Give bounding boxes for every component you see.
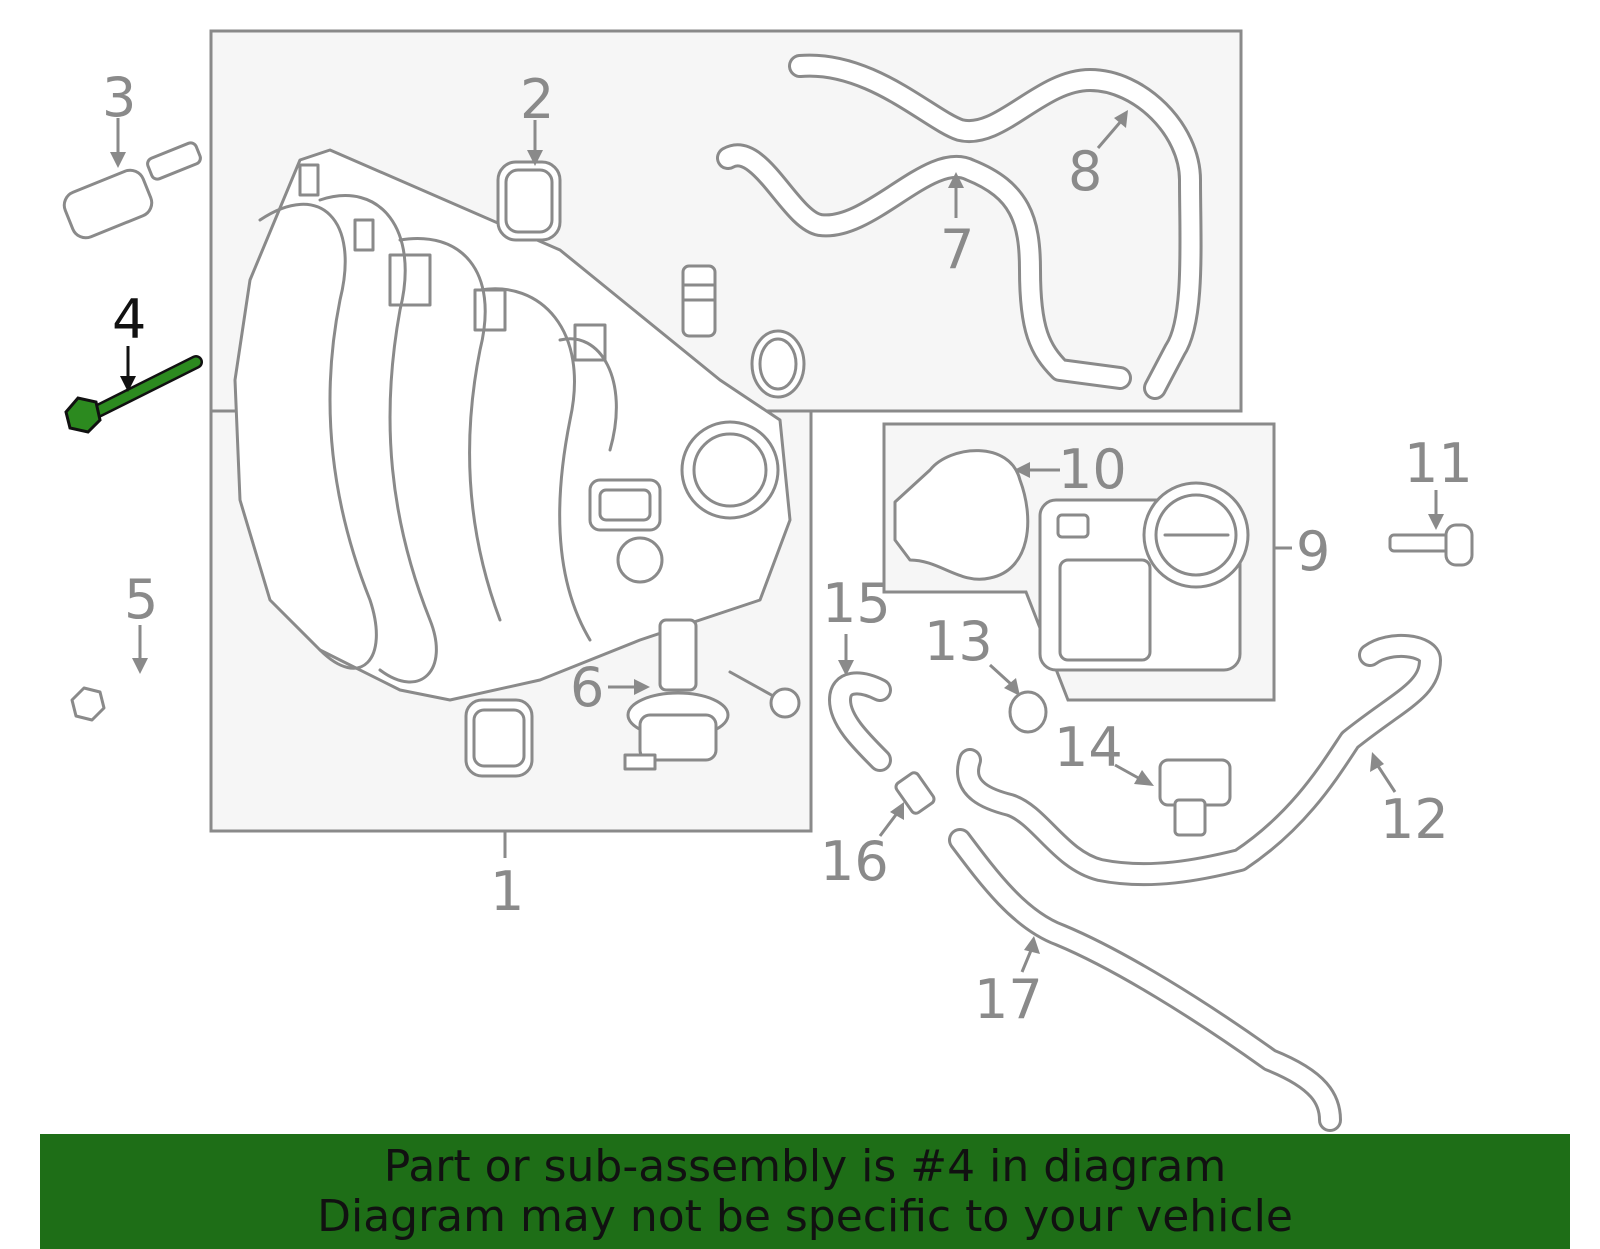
part-8-hose-inner bbox=[791, 56, 1200, 397]
o-ring-inner bbox=[758, 337, 798, 391]
part-2-gasket bbox=[496, 160, 562, 242]
callout-8: 8 bbox=[1068, 140, 1102, 203]
callout-15: 15 bbox=[822, 572, 891, 635]
part-11-bolt bbox=[1388, 523, 1474, 567]
callout-10: 10 bbox=[1058, 438, 1127, 501]
part-13-clamp bbox=[1008, 690, 1048, 734]
part-7-hose-inner bbox=[719, 146, 1129, 387]
part-16-connector bbox=[894, 771, 936, 815]
callout-16: 16 bbox=[820, 830, 889, 893]
part-6-screw bbox=[728, 670, 801, 719]
callout-labels: 1 2 3 4 5 6 7 8 9 10 11 12 13 14 15 16 1… bbox=[102, 66, 1473, 1031]
lower-gasket-inner bbox=[472, 708, 526, 768]
banner-line-1: Part or sub-assembly is #4 in diagram bbox=[383, 1140, 1227, 1192]
callout-13: 13 bbox=[924, 610, 993, 673]
lower-gasket bbox=[464, 698, 534, 778]
part-6-valve bbox=[623, 618, 730, 771]
part-10-gasket bbox=[893, 449, 1030, 581]
callout-1: 1 bbox=[490, 860, 524, 923]
banner-line-2: Diagram may not be specific to your vehi… bbox=[317, 1190, 1293, 1242]
part-info-banner: Part or sub-assembly is #4 in diagram Di… bbox=[40, 1134, 1570, 1249]
part-14-sensor bbox=[1158, 758, 1232, 837]
part-4-bolt[interactable] bbox=[64, 355, 203, 434]
callout-7: 7 bbox=[940, 218, 974, 281]
callout-12: 12 bbox=[1380, 788, 1449, 851]
callout-2: 2 bbox=[520, 68, 554, 131]
part-17-hose-inner bbox=[951, 831, 1339, 1129]
part-2-gasket-inner bbox=[504, 168, 554, 234]
part-15-hose-inner bbox=[831, 674, 889, 769]
part-9-throttle-body bbox=[1038, 481, 1250, 672]
callout-6: 6 bbox=[570, 656, 604, 719]
callout-9: 9 bbox=[1296, 520, 1330, 583]
part-12-hose-inner bbox=[959, 636, 1439, 884]
callout-3: 3 bbox=[102, 66, 136, 129]
callout-5: 5 bbox=[124, 568, 158, 631]
part-3-sensor bbox=[62, 141, 202, 240]
part-5-bolt bbox=[70, 648, 200, 722]
callout-14: 14 bbox=[1054, 716, 1123, 779]
pcv-plug bbox=[681, 264, 717, 338]
callout-17: 17 bbox=[974, 968, 1043, 1031]
callout-4: 4 bbox=[112, 288, 146, 351]
callout-11: 11 bbox=[1404, 432, 1473, 495]
leaders bbox=[110, 110, 1444, 973]
intake-manifold bbox=[233, 148, 792, 702]
